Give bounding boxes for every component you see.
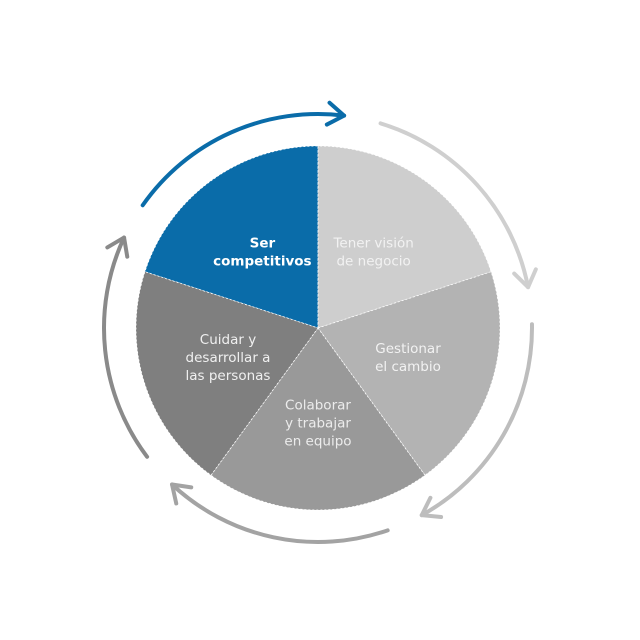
label-gestionar-el-cambio: Gestionar el cambio	[375, 341, 441, 375]
arrow-to-gestionar	[378, 121, 538, 290]
arrow-arc	[170, 482, 390, 544]
arrowhead-icon	[512, 267, 538, 290]
label-ser-competitivos: Ser competitivos	[213, 235, 311, 269]
arrow-to-cuidar	[170, 482, 390, 544]
label-line: desarrollar a	[186, 350, 271, 366]
arrow-arc	[419, 322, 534, 518]
slice-ser-competitivos	[144, 145, 319, 329]
label-line: Colaborar	[285, 398, 351, 414]
label-line: Ser	[250, 235, 276, 251]
slice-colaborar-y-trabajar-en-equipo	[210, 327, 426, 511]
label-line: de negocio	[336, 253, 410, 269]
arrowhead-icon	[170, 482, 194, 506]
label-colaborar-y-trabajar-en-equipo: Colaborar y trabajar en equipo	[284, 398, 351, 450]
pie-slices	[135, 145, 501, 511]
arrow-arc	[378, 121, 531, 290]
label-tener-vision-de-negocio: Tener visión de negocio	[332, 235, 413, 269]
label-line: Cuidar y	[200, 332, 256, 348]
slice-cuidar-y-desarrollar-a-las-personas	[135, 271, 319, 476]
cycle-arrows	[102, 100, 538, 544]
slice-gestionar-el-cambio	[317, 271, 501, 476]
arrow-arc	[140, 112, 347, 208]
arrow-to-ser-competitivos	[102, 235, 150, 459]
slice-labels: Ser competitivos Tener visión de negocioGes…	[186, 235, 442, 449]
arrowhead-icon	[324, 100, 347, 127]
label-line: el cambio	[375, 359, 441, 375]
label-line: las personas	[186, 368, 271, 384]
label-line: Tener visión	[332, 235, 413, 251]
arrow-arc	[102, 235, 150, 459]
arrowhead-icon	[419, 495, 444, 520]
label-cuidar-y-desarrollar-a-las-personas: Cuidar y desarrollar a las personas	[186, 332, 271, 384]
arrow-to-colaborar	[419, 322, 534, 520]
arrowhead-icon	[105, 235, 130, 259]
label-line: Gestionar	[375, 341, 441, 357]
label-line: y trabajar	[285, 416, 351, 432]
label-line: en equipo	[284, 434, 351, 450]
arrow-to-tener-vision	[140, 100, 347, 208]
label-line: competitivos	[213, 253, 311, 269]
slice-tener-vision-de-negocio	[317, 145, 492, 329]
